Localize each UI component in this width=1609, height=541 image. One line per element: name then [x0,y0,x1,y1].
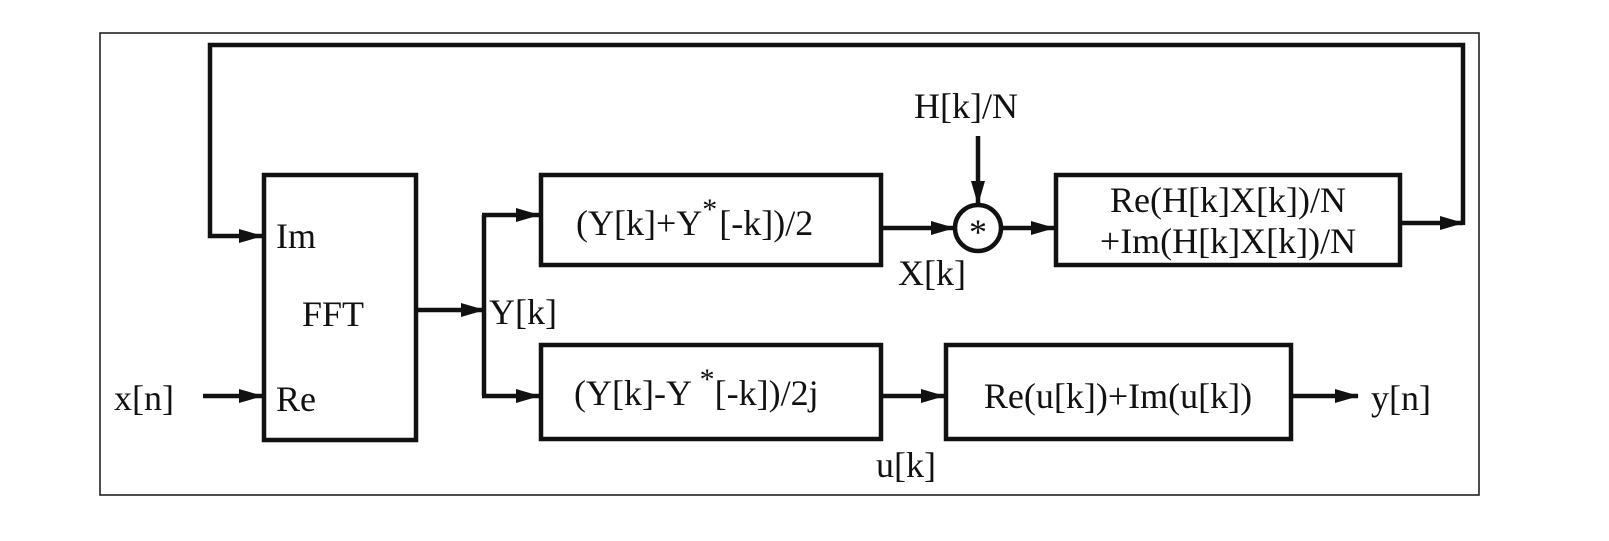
output-sum-label: Re(u[k])+Im(u[k]) [984,376,1252,416]
signal-y-k: Y[k] [489,292,557,332]
even-part-base: (Y[k]+Y [576,203,702,243]
signal-u-k: u[k] [876,445,936,485]
odd-part-label: (Y[k]-Y *[-k])/2j [574,363,819,413]
signal-x-n: x[n] [114,378,174,418]
odd-part-block [538,342,884,442]
odd-part-tail: [-k])/2j [715,373,819,413]
signal-y-n: y[n] [1371,378,1431,418]
fft-block [261,172,419,443]
even-part-tail: [-k])/2 [719,203,813,243]
even-part-sup: * [702,193,717,226]
output-sum-block [943,342,1294,442]
even-part-block [538,172,884,268]
multiplier-symbol: * [969,212,987,252]
feedback-block [1053,172,1403,268]
signal-h-k-over-n: H[k]/N [914,86,1018,126]
feedback-line-2: +Im(H[k]X[k])/N [1100,221,1356,261]
signal-x-k: X[k] [898,253,966,293]
fft-title: FFT [302,294,364,334]
feedback-line-1: Re(H[k]X[k])/N [1110,180,1346,220]
odd-part-base: (Y[k]-Y [574,373,700,413]
odd-part-sup: * [700,363,715,396]
fft-input-im-label: Im [276,216,316,256]
fft-input-re-label: Re [276,379,316,419]
wire-feedback-loop [207,42,1466,243]
even-part-label: (Y[k]+Y*[-k])/2 [576,193,813,243]
diagram-frame [99,32,1480,496]
